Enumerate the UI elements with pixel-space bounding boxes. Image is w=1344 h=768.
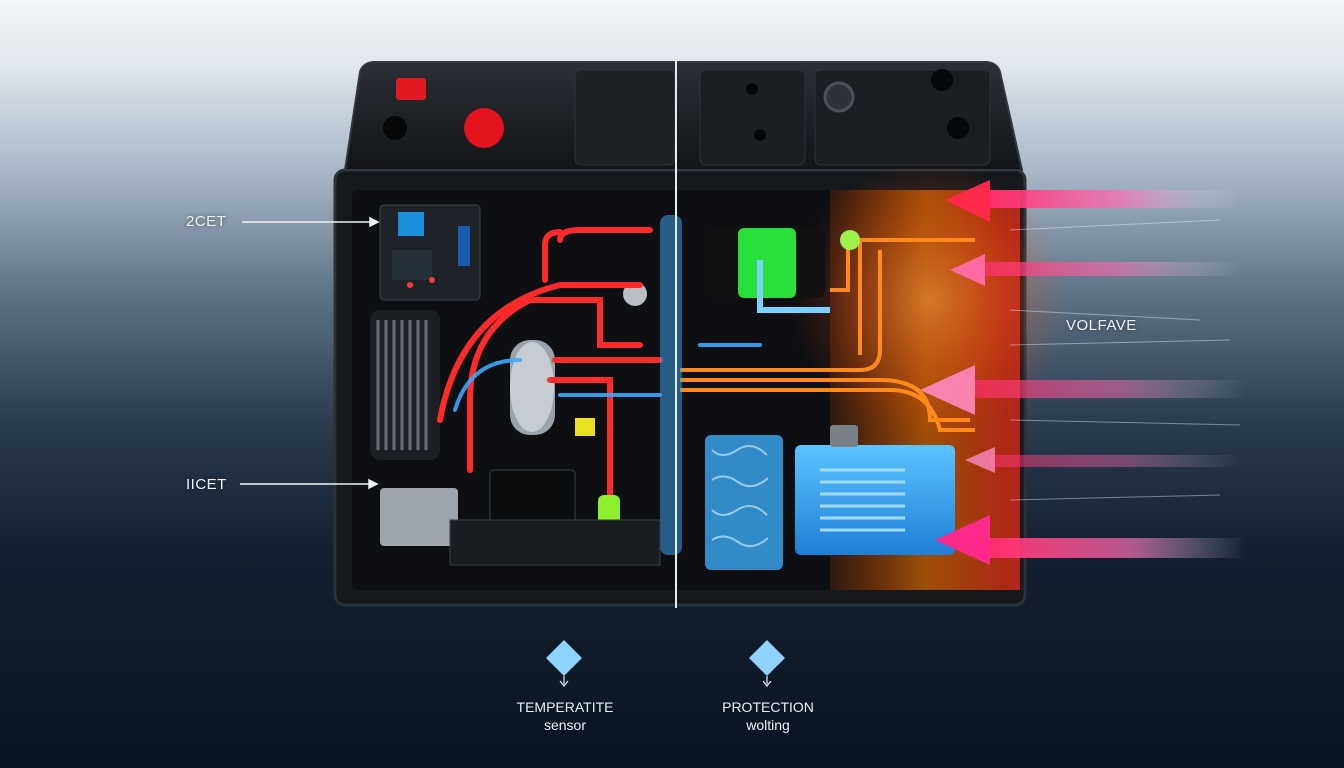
caption-line2: wolting bbox=[746, 717, 790, 733]
hot-coolant-pipes bbox=[437, 227, 663, 523]
caption-line2: sensor bbox=[543, 717, 587, 733]
caption-protection: PROTECTION wolting bbox=[688, 698, 848, 734]
diamond-icon bbox=[749, 640, 785, 676]
heat-arrow-icon bbox=[920, 365, 975, 415]
label-top-left: 2CET bbox=[186, 213, 227, 230]
arrow-down-icon bbox=[762, 676, 772, 687]
battery-lid bbox=[343, 61, 1024, 171]
label-bottom-left: IICET bbox=[186, 476, 227, 493]
diamond-icon bbox=[546, 640, 582, 676]
central-coolant-tube bbox=[660, 215, 682, 555]
battery-cell-block bbox=[795, 425, 955, 555]
positive-terminal-icon bbox=[396, 78, 426, 100]
heat-arrow-icon bbox=[950, 254, 985, 286]
control-circuit-board bbox=[379, 204, 481, 301]
heat-arrow-icon bbox=[965, 447, 995, 473]
cool-coolant-pipes bbox=[453, 343, 762, 412]
caption-line1: PROTECTION bbox=[722, 699, 814, 715]
caption-temperature-sensor: TEMPERATITE sensor bbox=[485, 698, 645, 734]
pump-motor bbox=[510, 282, 647, 435]
label-pointers bbox=[240, 216, 380, 490]
heat-arrow-icon bbox=[935, 515, 990, 565]
caption-line1: TEMPERATITE bbox=[516, 699, 614, 715]
terminal-cap-icon bbox=[464, 108, 504, 148]
arrow-down-icon bbox=[559, 676, 569, 687]
cooling-coil bbox=[370, 310, 440, 460]
heat-arrow-icon bbox=[945, 180, 990, 222]
label-right: VOLFAVE bbox=[1066, 317, 1137, 334]
caption-markers bbox=[546, 640, 785, 687]
incoming-heat-arrows bbox=[920, 180, 1245, 565]
lower-components bbox=[380, 418, 661, 566]
green-module bbox=[710, 228, 860, 313]
warm-coolant-pipes bbox=[680, 235, 975, 432]
coolant-reservoir bbox=[705, 435, 783, 570]
